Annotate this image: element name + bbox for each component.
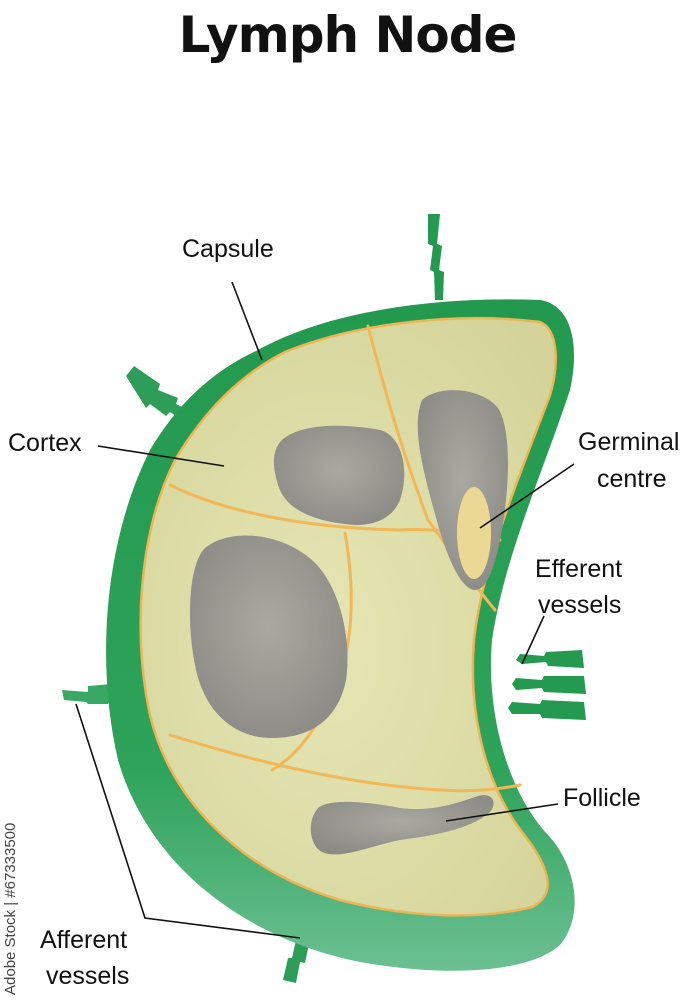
- label-germinal-line2: centre: [597, 465, 666, 493]
- follicle-lower: [310, 795, 494, 855]
- label-germinal-line1: Germinal: [578, 428, 679, 456]
- leader-lines: [75, 281, 575, 939]
- afferent-leader: [75, 703, 301, 939]
- efferent-vessel-1: [516, 650, 584, 668]
- label-follicle: Follicle: [563, 784, 641, 812]
- germinal-centre: [457, 487, 491, 579]
- cortex-leader: [97, 445, 225, 467]
- follicle-large: [189, 535, 348, 738]
- efferent-leader: [521, 615, 545, 665]
- diagram-title: Lymph Node: [178, 6, 518, 64]
- efferent-vessel-3: [508, 700, 586, 720]
- follicles: [189, 390, 508, 855]
- capsule-leader: [231, 281, 263, 361]
- label-capsule: Capsule: [182, 235, 274, 263]
- label-afferent-line2: vessels: [46, 962, 129, 990]
- label-efferent-line2: vessels: [538, 591, 621, 619]
- stock-watermark: Adobe Stock | #67333500: [2, 822, 19, 995]
- follicle-leader: [445, 803, 559, 822]
- efferent-vessel-2: [512, 676, 586, 694]
- vessel-upper-left: [126, 366, 196, 424]
- label-afferent-line1: Afferent: [40, 926, 127, 954]
- germinal-leader: [479, 463, 575, 529]
- vessel-top: [428, 214, 444, 300]
- labels: Capsule Cortex Germinal centre Efferent …: [8, 235, 679, 990]
- follicle-upper: [273, 425, 405, 525]
- label-efferent-line1: Efferent: [535, 555, 622, 583]
- label-cortex: Cortex: [8, 429, 82, 457]
